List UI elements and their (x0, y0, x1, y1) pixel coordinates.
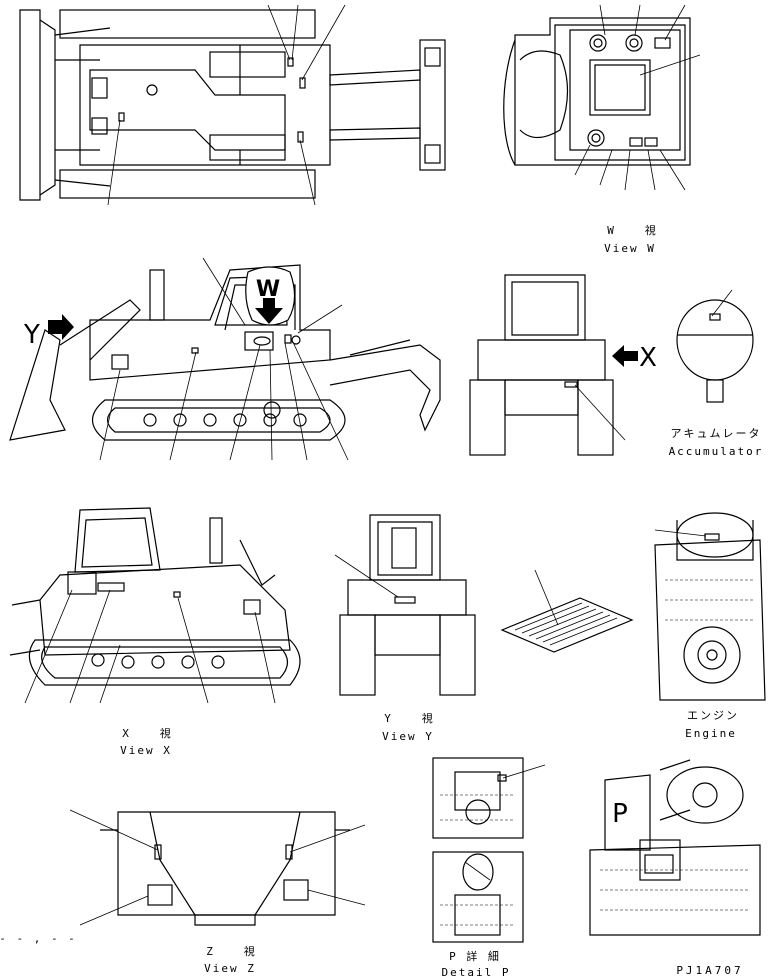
view-z-jp-label: Z 視 (206, 944, 258, 958)
top-view-dozer (19, 4, 446, 206)
detail-p-en-label: Detail P (442, 966, 511, 977)
x-view-arrow (612, 345, 638, 367)
rear-view-dozer (469, 274, 626, 456)
warning-plate-drawing (500, 569, 634, 653)
view-w-jp-label: W 視 (607, 223, 659, 237)
engine-jp-label: エンジン (687, 709, 739, 722)
accumulator-jp-label: アキュムレータ (671, 427, 762, 440)
view-y-jp-label: Y 視 (384, 711, 436, 725)
accumulator-drawing (676, 289, 754, 403)
drawing-number: PJ1A707 (676, 964, 743, 977)
detail-p-marker: P (612, 799, 628, 829)
view-y-marker: Y (23, 320, 40, 350)
accumulator-en-label: Accumulator (669, 445, 764, 458)
w-view-arrow (245, 266, 296, 326)
view-x-marker: X (639, 343, 657, 373)
y-view-arrow (48, 314, 74, 340)
detail-p-jp-label: P 詳 細 (449, 949, 501, 963)
view-w-drawing (503, 4, 701, 191)
engine-assembly-drawing (589, 759, 761, 936)
view-z-en-label: View Z (204, 962, 256, 975)
view-x-drawing (9, 507, 301, 704)
scale-marks: - - , - - (0, 932, 77, 945)
view-y-en-label: View Y (382, 730, 434, 743)
view-w-marker: W (256, 277, 280, 302)
view-w-en-label: View W (604, 242, 656, 255)
view-z-drawing (69, 809, 366, 926)
side-view-dozer (9, 257, 441, 461)
view-y-drawing (334, 514, 476, 696)
engine-drawing (654, 512, 766, 701)
detail-p-drawing (432, 757, 546, 943)
view-x-en-label: View X (120, 744, 172, 757)
engine-en-label: Engine (685, 727, 737, 740)
view-x-jp-label: X 視 (122, 726, 174, 740)
